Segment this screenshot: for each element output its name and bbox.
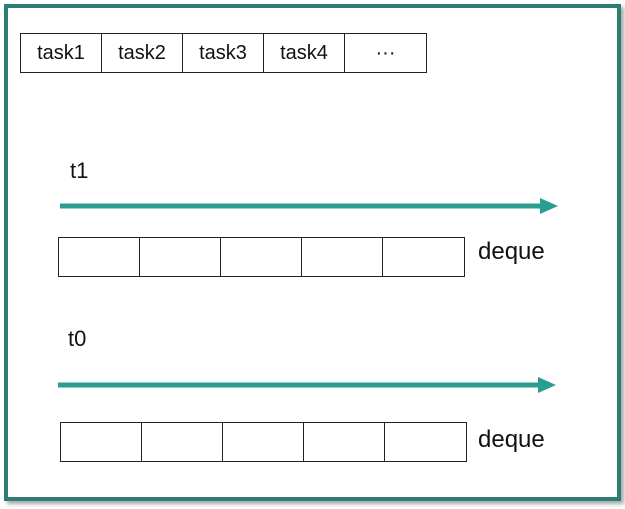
deque-slot bbox=[140, 238, 221, 276]
arrow-head bbox=[538, 377, 556, 393]
deque-label-t0: deque bbox=[478, 426, 545, 453]
thread-label-t1: t1 bbox=[70, 158, 89, 183]
deque-slot bbox=[302, 238, 383, 276]
deque-slot bbox=[304, 423, 385, 461]
deque-slot bbox=[142, 423, 223, 461]
task-cell: task2 bbox=[102, 34, 183, 72]
thread-arrow-t1 bbox=[60, 198, 558, 214]
deque-slot bbox=[61, 423, 142, 461]
arrow-head bbox=[540, 198, 558, 214]
deque-slot bbox=[221, 238, 302, 276]
task-queue: task1 task2 task3 task4 ··· bbox=[20, 33, 427, 73]
task-cell: task3 bbox=[183, 34, 264, 72]
task-cell-ellipsis: ··· bbox=[375, 41, 396, 64]
thread-label-t0: t0 bbox=[68, 326, 87, 351]
thread-arrow-t0 bbox=[58, 377, 556, 393]
deque-t1 bbox=[58, 237, 465, 277]
diagram-frame bbox=[4, 4, 621, 501]
deque-label-t1: deque bbox=[478, 238, 545, 265]
deque-slot bbox=[223, 423, 304, 461]
task-cell: task4 bbox=[264, 34, 345, 72]
task-cell: task1 bbox=[21, 34, 102, 72]
deque-slot bbox=[59, 238, 140, 276]
deque-t0 bbox=[60, 422, 467, 462]
deque-slot bbox=[385, 423, 466, 461]
deque-slot bbox=[383, 238, 464, 276]
